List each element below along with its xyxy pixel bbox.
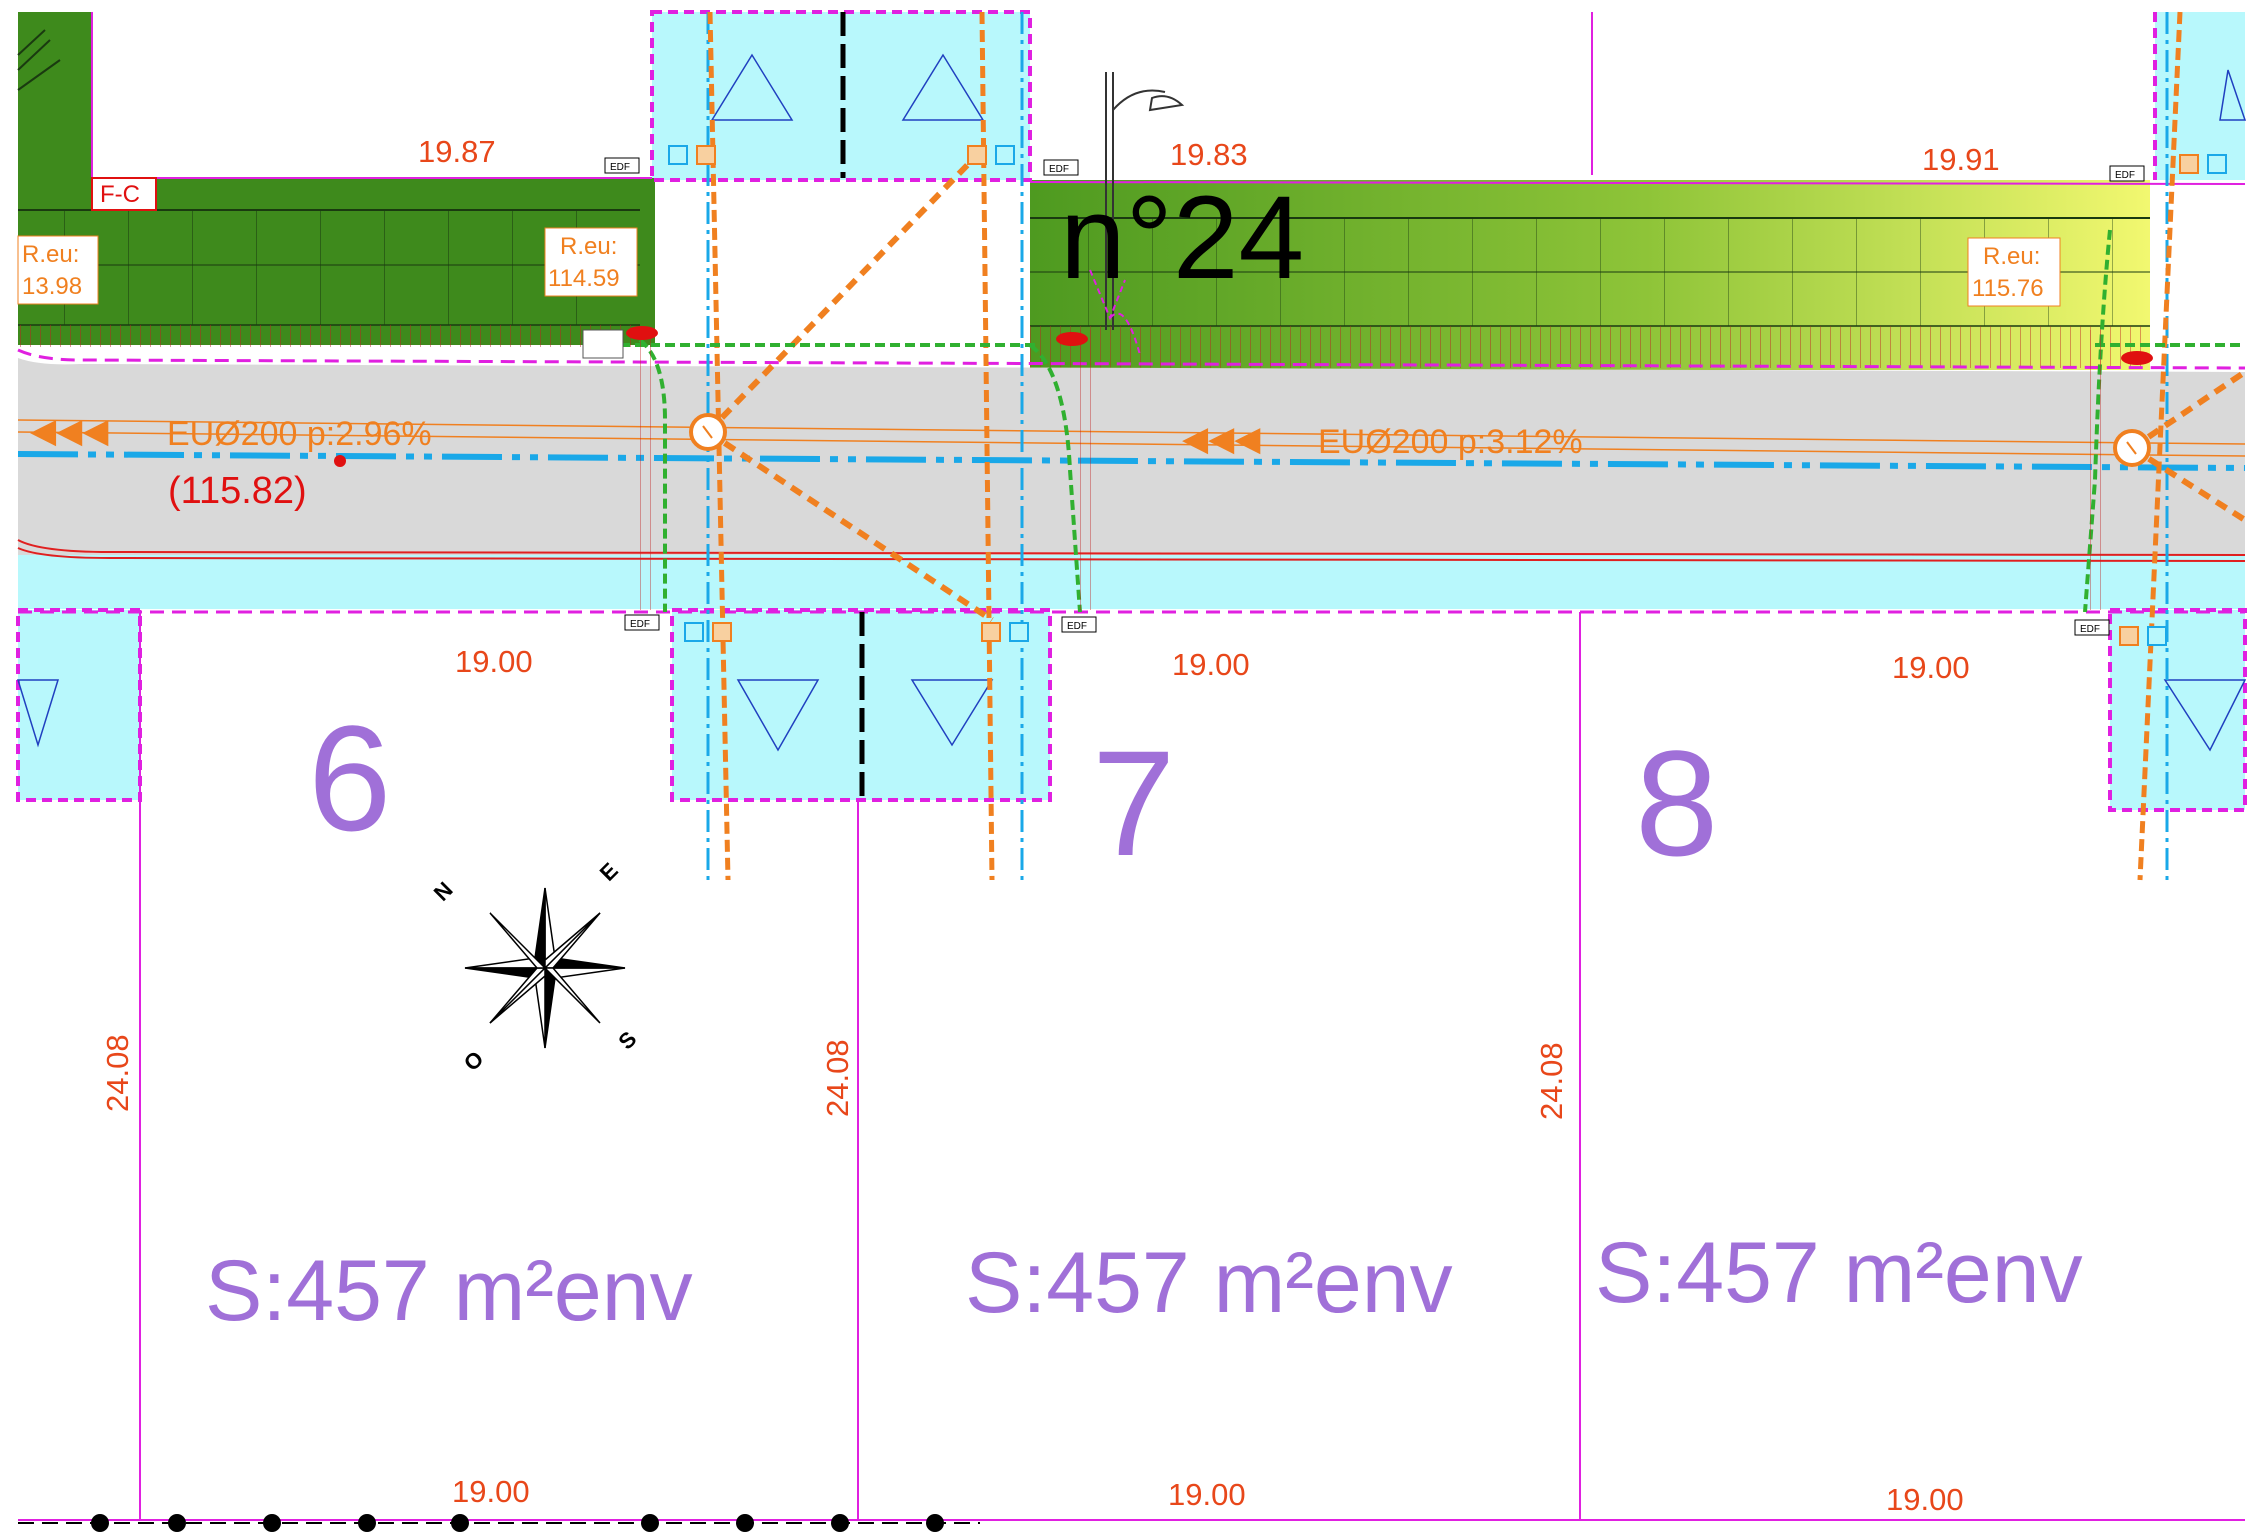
- lot-back-dim-8: 19.00: [1886, 1482, 1964, 1517]
- pipe-arrows-2: ◀◀◀: [1182, 420, 1261, 458]
- reu-box-3: R.eu: 115.76: [1967, 237, 2061, 307]
- edf-label-5: EDF: [1067, 621, 1087, 632]
- lot-number-8: 8: [1635, 719, 1718, 887]
- drain-triangles: [16, 53, 2247, 752]
- lot-surface-8: S:457 m²env: [1595, 1225, 2083, 1321]
- compass-s: S: [613, 1026, 641, 1054]
- lot-back-dim-7: 19.00: [1168, 1477, 1246, 1512]
- edf-tags: EDF EDF EDF EDF EDF EDF: [604, 157, 2145, 636]
- edf-label-6: EDF: [2080, 624, 2100, 635]
- reu-value-2: 114.59: [548, 265, 620, 292]
- pipe-label-2: EUØ200 p:3.12%: [1318, 423, 1583, 461]
- frontage-dim-2: 19.83: [1170, 137, 1248, 172]
- spot-level: (115.82): [168, 470, 307, 512]
- edf-label-1: EDF: [610, 162, 630, 173]
- manholes: [334, 326, 2153, 467]
- verge-areas: [18, 12, 2245, 810]
- lot-boundaries: [16, 10, 2247, 1521]
- reu-label-1: R.eu:: [22, 241, 79, 268]
- pipe-label-1: EUØ200 p:2.96%: [167, 415, 432, 453]
- lot-depth-dim-8: 24.08: [1534, 1042, 1569, 1120]
- reu-box-2: R.eu: 114.59: [544, 227, 638, 297]
- pipe-arrows-1: ◀◀◀: [30, 412, 109, 450]
- road: [17, 348, 2246, 614]
- street-number: n°24: [1060, 172, 1304, 304]
- boundary-markers: [18, 1514, 980, 1532]
- reu-box-1: R.eu: 13.98: [17, 235, 99, 305]
- fc-label: F-C: [100, 181, 140, 208]
- reu-label-3: R.eu:: [1983, 243, 2040, 270]
- compass-e: E: [595, 858, 623, 886]
- edf-label-3: EDF: [2115, 170, 2135, 181]
- reu-value-3: 115.76: [1972, 275, 2044, 302]
- reu-value-1: 13.98: [22, 273, 82, 300]
- lot-depth-dim-7: 24.08: [820, 1039, 855, 1117]
- street-lamp-icon: [1089, 72, 1185, 356]
- lot-number-7: 7: [1092, 719, 1175, 887]
- lot-depth-dim-6: 24.08: [100, 1034, 135, 1112]
- lot-front-dim-6: 19.00: [455, 644, 533, 679]
- edf-label-2: EDF: [1049, 164, 1069, 175]
- reu-label-2: R.eu:: [560, 233, 617, 260]
- frontage-dim-1: 19.87: [418, 134, 496, 169]
- utility-boxes: [582, 145, 2227, 646]
- lot-front-dim-7: 19.00: [1172, 647, 1250, 682]
- lot-surface-7: S:457 m²env: [965, 1235, 1453, 1331]
- lot-surface-6: S:457 m²env: [205, 1243, 693, 1339]
- lot-back-dim-6: 19.00: [452, 1474, 530, 1509]
- compass-rose-icon: N E S O: [429, 858, 642, 1076]
- lot-front-dim-8: 19.00: [1892, 650, 1970, 685]
- frontage-dim-3: 19.91: [1922, 142, 2000, 177]
- edf-label-4: EDF: [630, 619, 650, 630]
- lot-number-6: 6: [308, 694, 391, 862]
- compass-n: N: [429, 877, 458, 906]
- compass-o: O: [459, 1046, 489, 1076]
